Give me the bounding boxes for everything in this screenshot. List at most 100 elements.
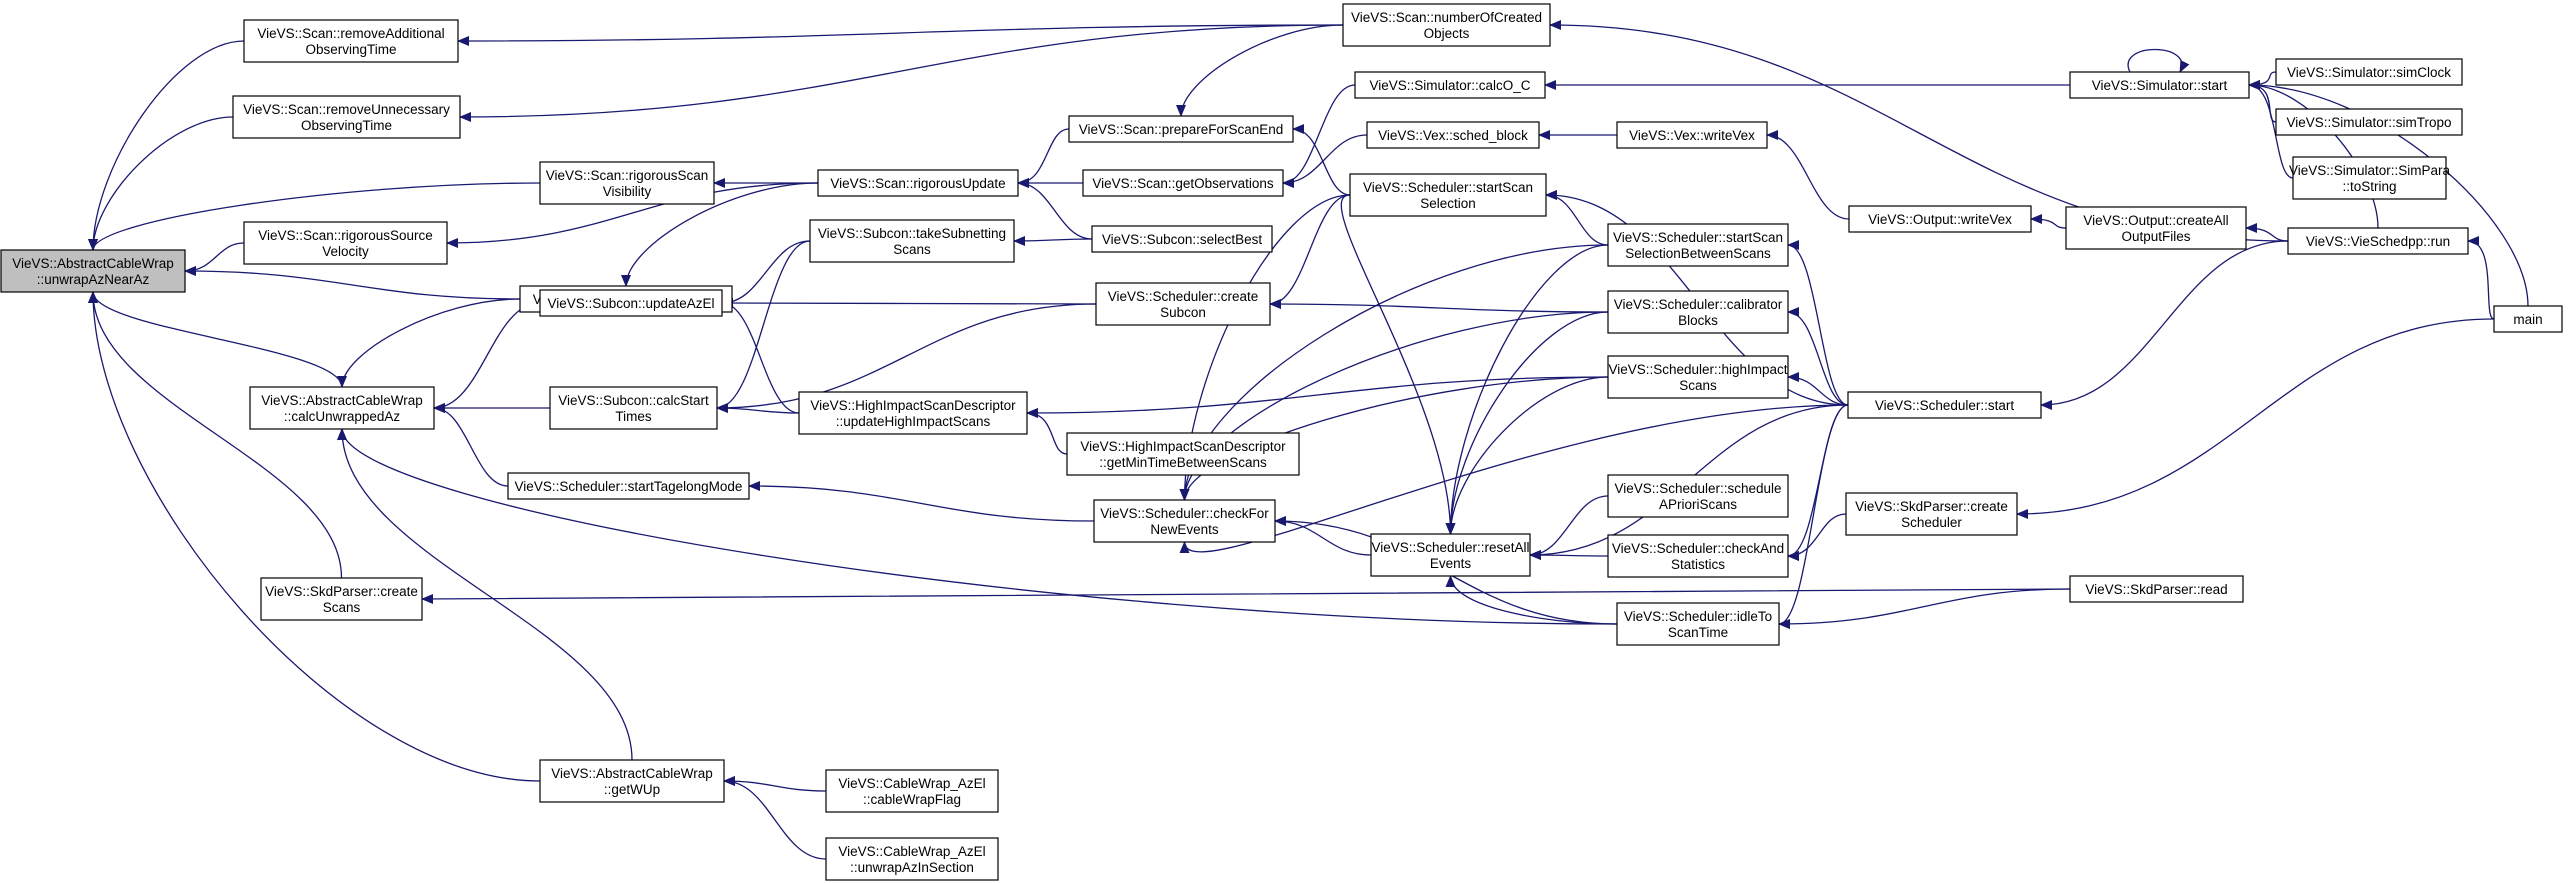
node-box <box>798 391 1028 435</box>
node-calcO_C[interactable]: VieVS::Simulator::calcO_C <box>1354 71 1546 99</box>
node-outputWriteVex[interactable]: VieVS::Output::writeVex <box>1848 205 2032 233</box>
node-box <box>1616 121 1768 149</box>
edge-startTagelongMode-to-calcUnwrappedAz <box>433 403 509 487</box>
node-updateAzEl[interactable]: VieVS::Subcon::updateAzEl <box>539 289 723 317</box>
edge-sched_block-to-getObservations <box>1282 134 1368 188</box>
edge-idleToScanTime-to-resetAllEvents <box>1445 575 1618 625</box>
node-calcUnwrappedAz[interactable]: VieVS::AbstractCableWrap::calcUnwrappedA… <box>249 386 435 430</box>
edge-resetAllEvents-to-checkForNewEvents <box>1274 516 1372 556</box>
edge-startScanSelectionBetweenScans-to-resetAllEvents <box>1445 244 1609 535</box>
node-removeAdditional[interactable]: VieVS::Scan::removeAdditionalObservingTi… <box>243 19 459 63</box>
edge-skdCreateScans-to-unwrapAzNearAz <box>88 291 343 579</box>
edge-removeAdditional-to-unwrapAzNearAz <box>88 40 245 251</box>
edge-updateHighImpactScans-to-updateAzEl <box>721 298 800 414</box>
node-box <box>1093 499 1276 543</box>
node-box <box>243 221 448 265</box>
edges-layer <box>88 20 2529 860</box>
node-simParaToString[interactable]: VieVS::Simulator::SimPara::toString <box>2289 156 2451 200</box>
node-label: VieVS::Scheduler::start <box>1875 398 2015 413</box>
node-label: ScanTime <box>1668 625 1728 640</box>
node-label: Scans <box>1679 378 1717 393</box>
node-rigorousUpdate[interactable]: VieVS::Scan::rigorousUpdate <box>817 169 1019 197</box>
node-box <box>1082 169 1284 197</box>
node-box <box>1354 71 1546 99</box>
edge-outputWriteVex-to-writeVex <box>1766 130 1850 220</box>
edge-rigorousSlewtime-to-unwrapAzNearAz <box>184 266 521 300</box>
node-label: NewEvents <box>1150 522 1219 537</box>
node-label: VieVS::Scan::rigorousScan <box>546 168 709 183</box>
node-box <box>249 386 435 430</box>
edge-schedulerStart-to-calibratorBlocks <box>1787 307 1849 406</box>
node-main[interactable]: main <box>2493 305 2563 333</box>
node-box <box>1607 474 1789 518</box>
edge-numberOfCreatedObjects-to-removeAdditional <box>457 24 1344 46</box>
node-skdRead[interactable]: VieVS::SkdParser::read <box>2069 575 2244 603</box>
node-getObservations[interactable]: VieVS::Scan::getObservations <box>1082 169 1284 197</box>
node-getMinTimeBetweenScans[interactable]: VieVS::HighImpactScanDescriptor::getMinT… <box>1066 432 1300 476</box>
node-startScanSelectionBetweenScans[interactable]: VieVS::Scheduler::startScanSelectionBetw… <box>1607 223 1789 267</box>
node-box <box>1068 115 1294 143</box>
node-label: VieVS::Subcon::calcStart <box>558 393 709 408</box>
node-label: VieVS::Scheduler::startTagelongMode <box>515 479 743 494</box>
node-updateHighImpactScans[interactable]: VieVS::HighImpactScanDescriptor::updateH… <box>798 391 1028 435</box>
edge-calibratorBlocks-to-resetAllEvents <box>1445 311 1609 535</box>
node-box <box>1366 121 1540 149</box>
node-getWUp[interactable]: VieVS::AbstractCableWrap::getWUp <box>539 759 725 803</box>
edge-getWUp-to-calcUnwrappedAz <box>337 428 633 761</box>
node-box <box>1349 173 1547 217</box>
node-writeVex[interactable]: VieVS::Vex::writeVex <box>1616 121 1768 149</box>
node-unwrapAzInSection[interactable]: VieVS::CableWrap_AzEl::unwrapAzInSection <box>825 837 999 881</box>
node-box <box>1845 492 2018 536</box>
node-removeUnnecessary[interactable]: VieVS::Scan::removeUnnecessaryObservingT… <box>232 95 461 139</box>
edge-main-to-skdCreateScheduler <box>2016 318 2495 519</box>
edge-startScanSelectionBetweenScans-to-startScanSelection <box>1545 190 1609 246</box>
node-label: ObservingTime <box>305 42 396 57</box>
node-cableWrapFlag[interactable]: VieVS::CableWrap_AzEl::cableWrapFlag <box>825 769 999 813</box>
node-label: VieVS::AbstractCableWrap <box>551 766 713 781</box>
node-label: Visibility <box>603 184 652 199</box>
node-label: VieVS::Scan::rigorousSource <box>258 228 433 243</box>
node-startTagelongMode[interactable]: VieVS::Scheduler::startTagelongMode <box>507 472 750 500</box>
node-label: Objects <box>1424 26 1470 41</box>
node-label: VieVS::Output::createAll <box>2083 213 2228 228</box>
edge-rigorousSourceVelocity-to-unwrapAzNearAz <box>184 242 245 276</box>
node-schedulerStart[interactable]: VieVS::Scheduler::start <box>1847 391 2042 419</box>
node-box <box>507 472 750 500</box>
node-label: main <box>2513 312 2542 327</box>
node-label: VieVS::Simulator::SimPara <box>2289 163 2451 178</box>
node-unwrapAzNearAz[interactable]: VieVS::AbstractCableWrap::unwrapAzNearAz <box>0 249 186 293</box>
node-vieSchedppRun[interactable]: VieVS::VieSchedpp::run <box>2287 227 2469 255</box>
node-sched_block[interactable]: VieVS::Vex::sched_block <box>1366 121 1540 149</box>
node-simulatorStart[interactable]: VieVS::Simulator::start <box>2069 71 2250 99</box>
node-box <box>2069 71 2250 99</box>
edge-calcO_C-to-getObservations <box>1282 84 1356 188</box>
node-simClock[interactable]: VieVS::Simulator::simClock <box>2275 58 2463 86</box>
node-box <box>1607 355 1789 399</box>
edge-vieSchedppRun-to-createAllOutputFiles <box>2245 223 2289 242</box>
node-simTropo[interactable]: VieVS::Simulator::simTropo <box>2275 108 2463 136</box>
node-label: OutputFiles <box>2121 229 2190 244</box>
node-label: VieVS::Scheduler::highImpact <box>1608 362 1787 377</box>
node-box <box>2069 575 2244 603</box>
node-selectBest[interactable]: VieVS::Subcon::selectBest <box>1091 225 1273 253</box>
node-box <box>1607 290 1789 334</box>
node-prepareForScanEnd[interactable]: VieVS::Scan::prepareForScanEnd <box>1068 115 1294 143</box>
